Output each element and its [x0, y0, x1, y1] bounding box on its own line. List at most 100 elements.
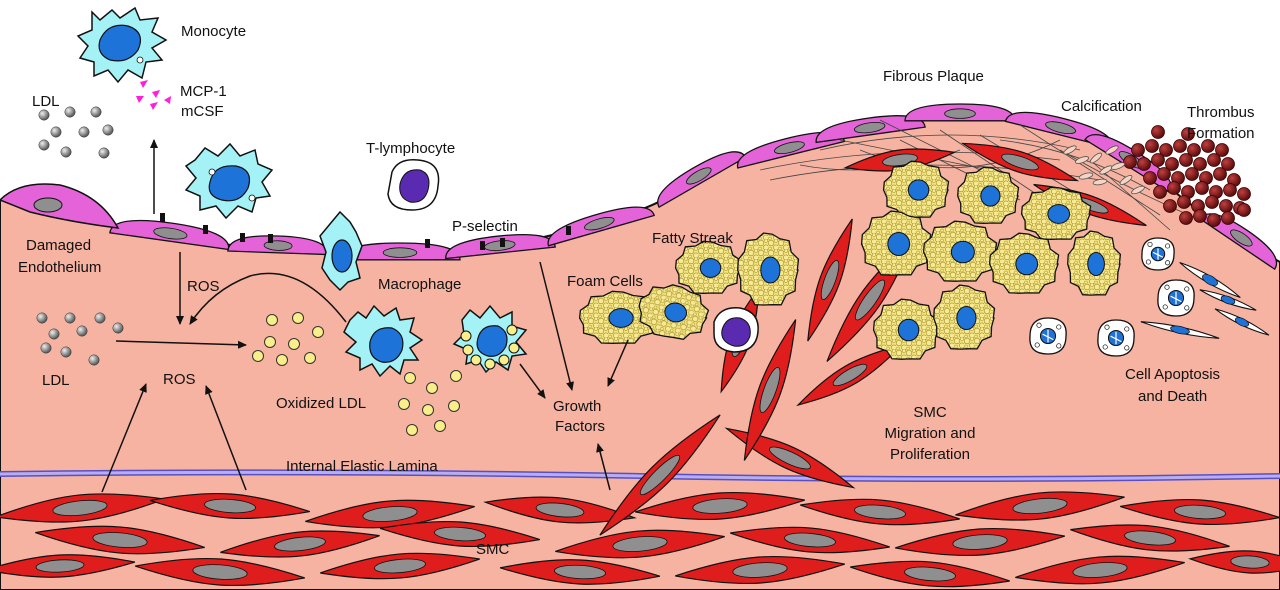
smc-bottom-cell	[305, 499, 475, 529]
smc-bottom-cell	[0, 493, 165, 523]
dying-smc-cell	[1179, 261, 1241, 299]
migrating-smc-cell	[743, 319, 797, 461]
apoptotic-cells	[1029, 237, 1270, 357]
ldl-particle	[50, 126, 62, 138]
foam-cell	[638, 284, 710, 341]
thrombus-cell	[1131, 143, 1145, 157]
thrombus-cell	[1153, 185, 1167, 199]
damaged-endothelial-cell	[0, 183, 120, 229]
label-mcsf: mCSF	[181, 103, 224, 120]
thrombus-cell	[1207, 153, 1221, 167]
calcification-crystal	[1063, 145, 1077, 155]
migrating-smc-cell	[807, 218, 853, 342]
foam-cell	[674, 240, 742, 294]
smc-bottom-cell	[220, 530, 380, 558]
smc-bottom-cell	[800, 498, 960, 526]
thrombus-cell	[1219, 199, 1233, 213]
thrombus-cell	[1165, 157, 1179, 171]
label-fibrous-plaque: Fibrous Plaque	[883, 68, 984, 85]
label-migration-and: Migration and	[884, 425, 976, 442]
thrombus	[1123, 125, 1251, 227]
thrombus-cell	[1123, 155, 1137, 169]
endothelial-cell	[547, 206, 655, 247]
thrombus-cell	[1221, 157, 1235, 171]
foam-cell	[860, 210, 932, 276]
thrombus-cell	[1167, 181, 1181, 195]
label-ros-upper: ROS	[187, 278, 220, 295]
dying-smc-cell	[1214, 308, 1270, 336]
dying-smc-cell	[1199, 289, 1257, 311]
thrombus-cell	[1179, 153, 1193, 167]
smc-bottom-cell	[955, 491, 1125, 521]
apoptotic-cell	[1029, 317, 1067, 355]
foam-cell	[988, 232, 1060, 294]
oxidized-ldl-particle	[426, 382, 438, 394]
smc-bottom-cell	[730, 526, 890, 554]
ldl-particle	[38, 109, 50, 121]
endothelial-cell	[657, 151, 747, 209]
label-formation: Formation	[1187, 125, 1255, 142]
t-lymphocyte-lesion	[713, 307, 759, 353]
calcification-crystal	[1110, 162, 1126, 170]
thrombus-cell	[1201, 139, 1215, 153]
thrombus-cell	[1223, 183, 1237, 197]
oxidized-ldl-particle	[448, 400, 460, 412]
smc-bottom-cell	[35, 525, 205, 555]
foam-cell	[922, 220, 998, 282]
label-ros-lower: ROS	[163, 371, 196, 388]
apoptotic-cell	[1157, 279, 1195, 317]
ldl-particle	[40, 342, 52, 354]
thrombus-cell	[1177, 195, 1191, 209]
label-proliferation: Proliferation	[889, 446, 971, 463]
oxidized-ldl-particle	[406, 424, 418, 436]
label-smc-migration: SMC	[913, 404, 947, 421]
thrombus-cell	[1221, 211, 1235, 225]
ldl-particle	[94, 312, 106, 324]
ldl-particle	[36, 312, 48, 324]
apoptotic-cell	[1097, 319, 1135, 357]
calcification-crystal	[1078, 172, 1094, 180]
monocyte-cell	[76, 6, 168, 84]
smc-bottom-cell	[380, 520, 540, 548]
smc-bottom-cell	[1070, 524, 1230, 552]
label-cell-apoptosis: Cell Apoptosis	[1125, 366, 1221, 383]
ldl-particle	[64, 106, 76, 118]
foam-cells	[578, 160, 1122, 360]
oxidized-ldl-particle	[288, 338, 300, 350]
label-foam-cells: Foam Cells	[567, 273, 643, 290]
t-lymphocyte-cell	[387, 159, 440, 211]
oxidized-ldl-particle	[422, 404, 434, 416]
oxidized-ldl-particle	[450, 370, 462, 382]
label-fatty-streak: Fatty Streak	[652, 230, 733, 247]
smc-bottom-cell	[150, 492, 310, 520]
smc-bottom-layer	[0, 491, 1280, 588]
foam-cell	[882, 160, 950, 218]
smc-bottom-cell	[499, 559, 661, 585]
thrombus-cell	[1173, 139, 1187, 153]
label-endothelium: Endothelium	[18, 259, 102, 276]
thrombus-cell	[1151, 125, 1165, 139]
thrombus-cell	[1143, 171, 1157, 185]
thrombus-cell	[1181, 127, 1195, 141]
oxidized-ldl-particle	[266, 314, 278, 326]
ldl-particle	[76, 325, 88, 337]
foam-cell	[872, 298, 940, 360]
dying-smc-cell	[1140, 321, 1220, 339]
label-damaged: Damaged	[26, 237, 92, 254]
thrombus-cell	[1157, 167, 1171, 181]
foam-cell	[1067, 230, 1122, 296]
thrombus-cell	[1213, 167, 1227, 181]
ldl-particle	[98, 147, 110, 159]
foam-cell	[737, 232, 800, 306]
migrating-smc-cell	[599, 414, 721, 536]
oxidized-ldl-particle	[252, 350, 264, 362]
thrombus-cell	[1163, 199, 1177, 213]
thrombus-cell	[1187, 143, 1201, 157]
thrombus-cell	[1193, 209, 1207, 223]
thrombus-cell	[1193, 157, 1207, 171]
label-ldl-top: LDL	[32, 93, 60, 110]
p-selectin-markers	[160, 213, 571, 250]
ldl-particle	[90, 106, 102, 118]
calcification-crystal	[1119, 175, 1133, 185]
label-p-selectin: P-selectin	[452, 218, 518, 235]
